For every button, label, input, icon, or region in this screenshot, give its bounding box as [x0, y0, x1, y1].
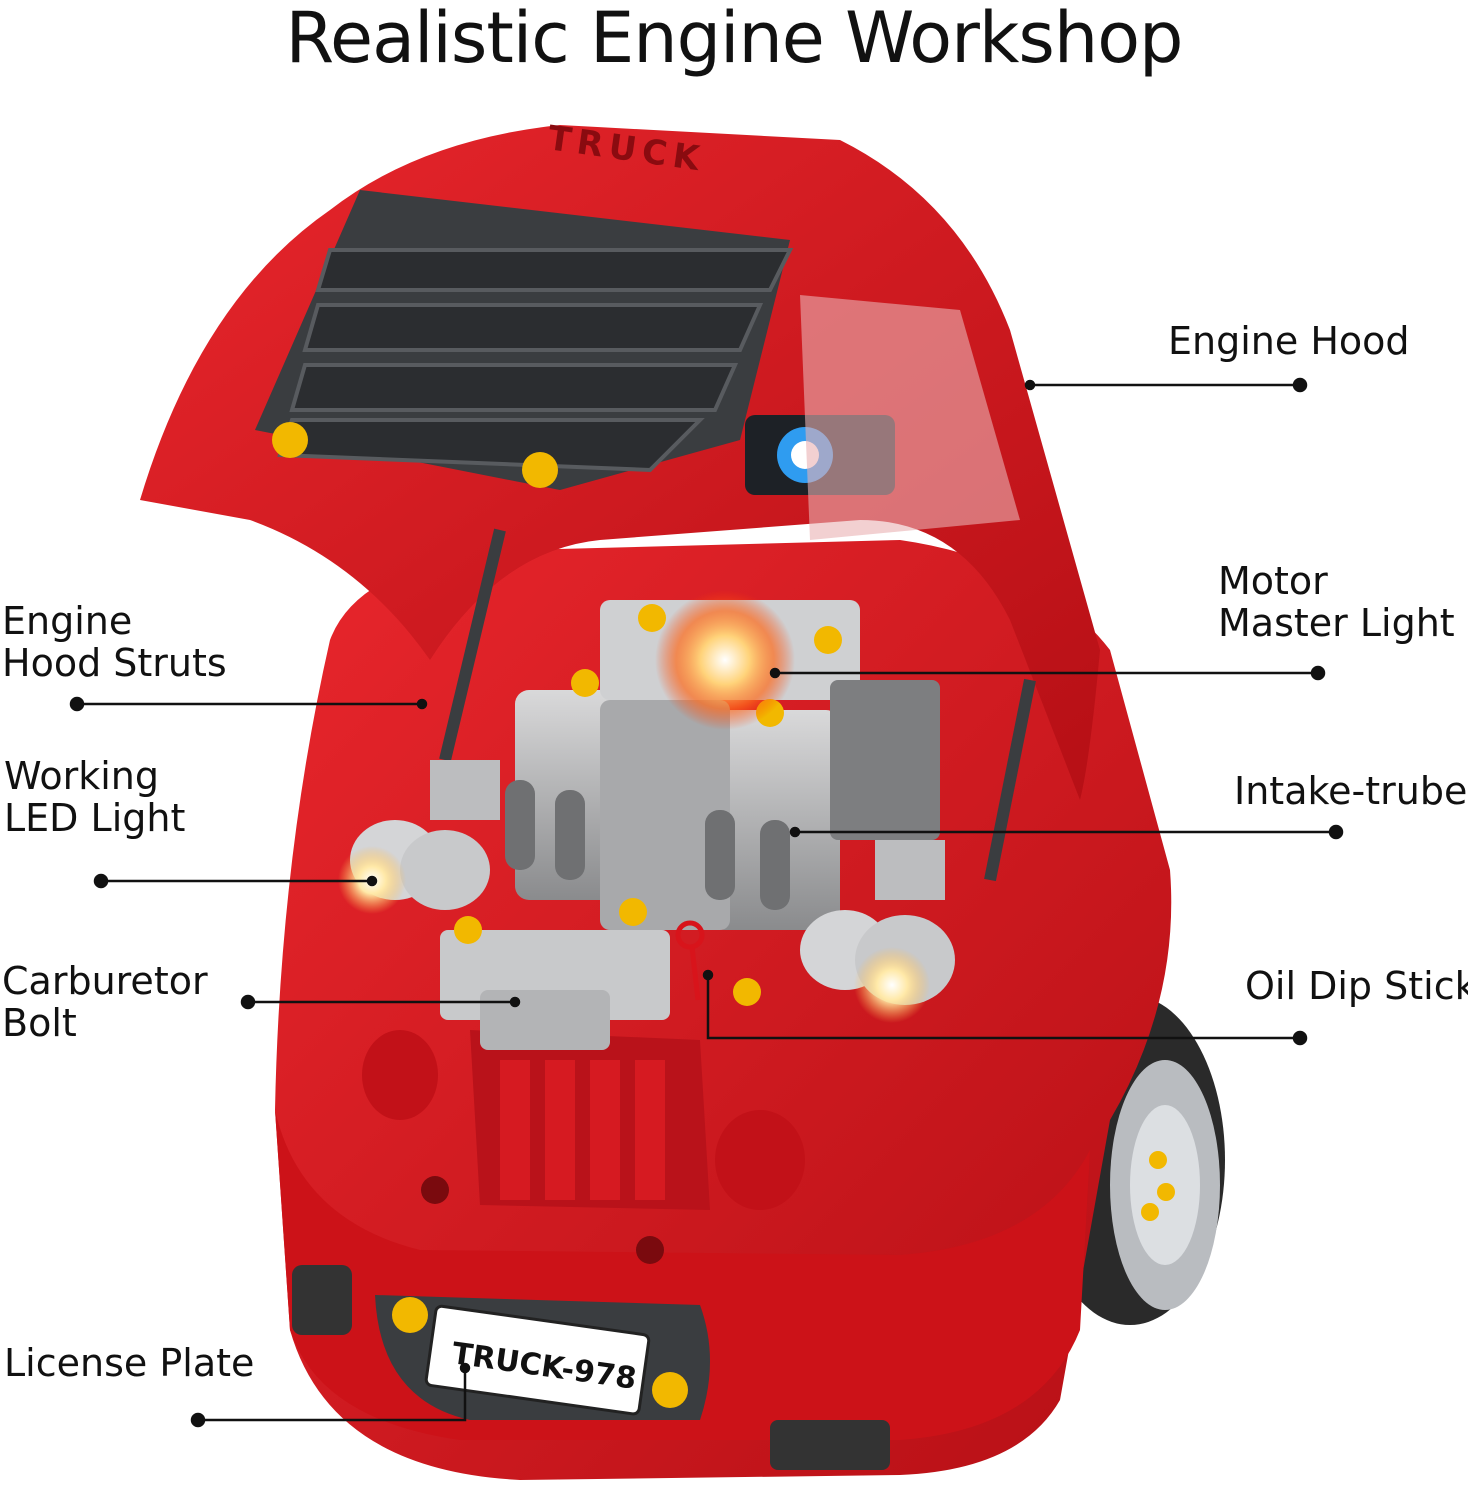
label-oil-dip-stick: Oil Dip Stick — [1245, 964, 1468, 1008]
working-led-light — [338, 820, 955, 1023]
label-license-plate: License Plate — [4, 1341, 255, 1385]
callout-lines — [69, 377, 1344, 1428]
label-motor-master-light: Motor Master Light — [1218, 559, 1455, 645]
engine-block — [430, 590, 945, 1050]
engine-hood: TRUCK — [140, 118, 1100, 882]
label-hood-struts: Engine Hood Struts — [2, 599, 227, 685]
label-carburetor-bolt: Carburetor Bolt — [2, 959, 208, 1045]
label-engine-hood: Engine Hood — [1168, 319, 1410, 363]
license-plate: TRUCK-978 — [392, 1297, 688, 1416]
label-working-led-light: Working LED Light — [4, 754, 186, 840]
page-title: Realistic Engine Workshop — [285, 0, 1184, 79]
label-intake-tube: Intake-trube — [1234, 769, 1468, 813]
